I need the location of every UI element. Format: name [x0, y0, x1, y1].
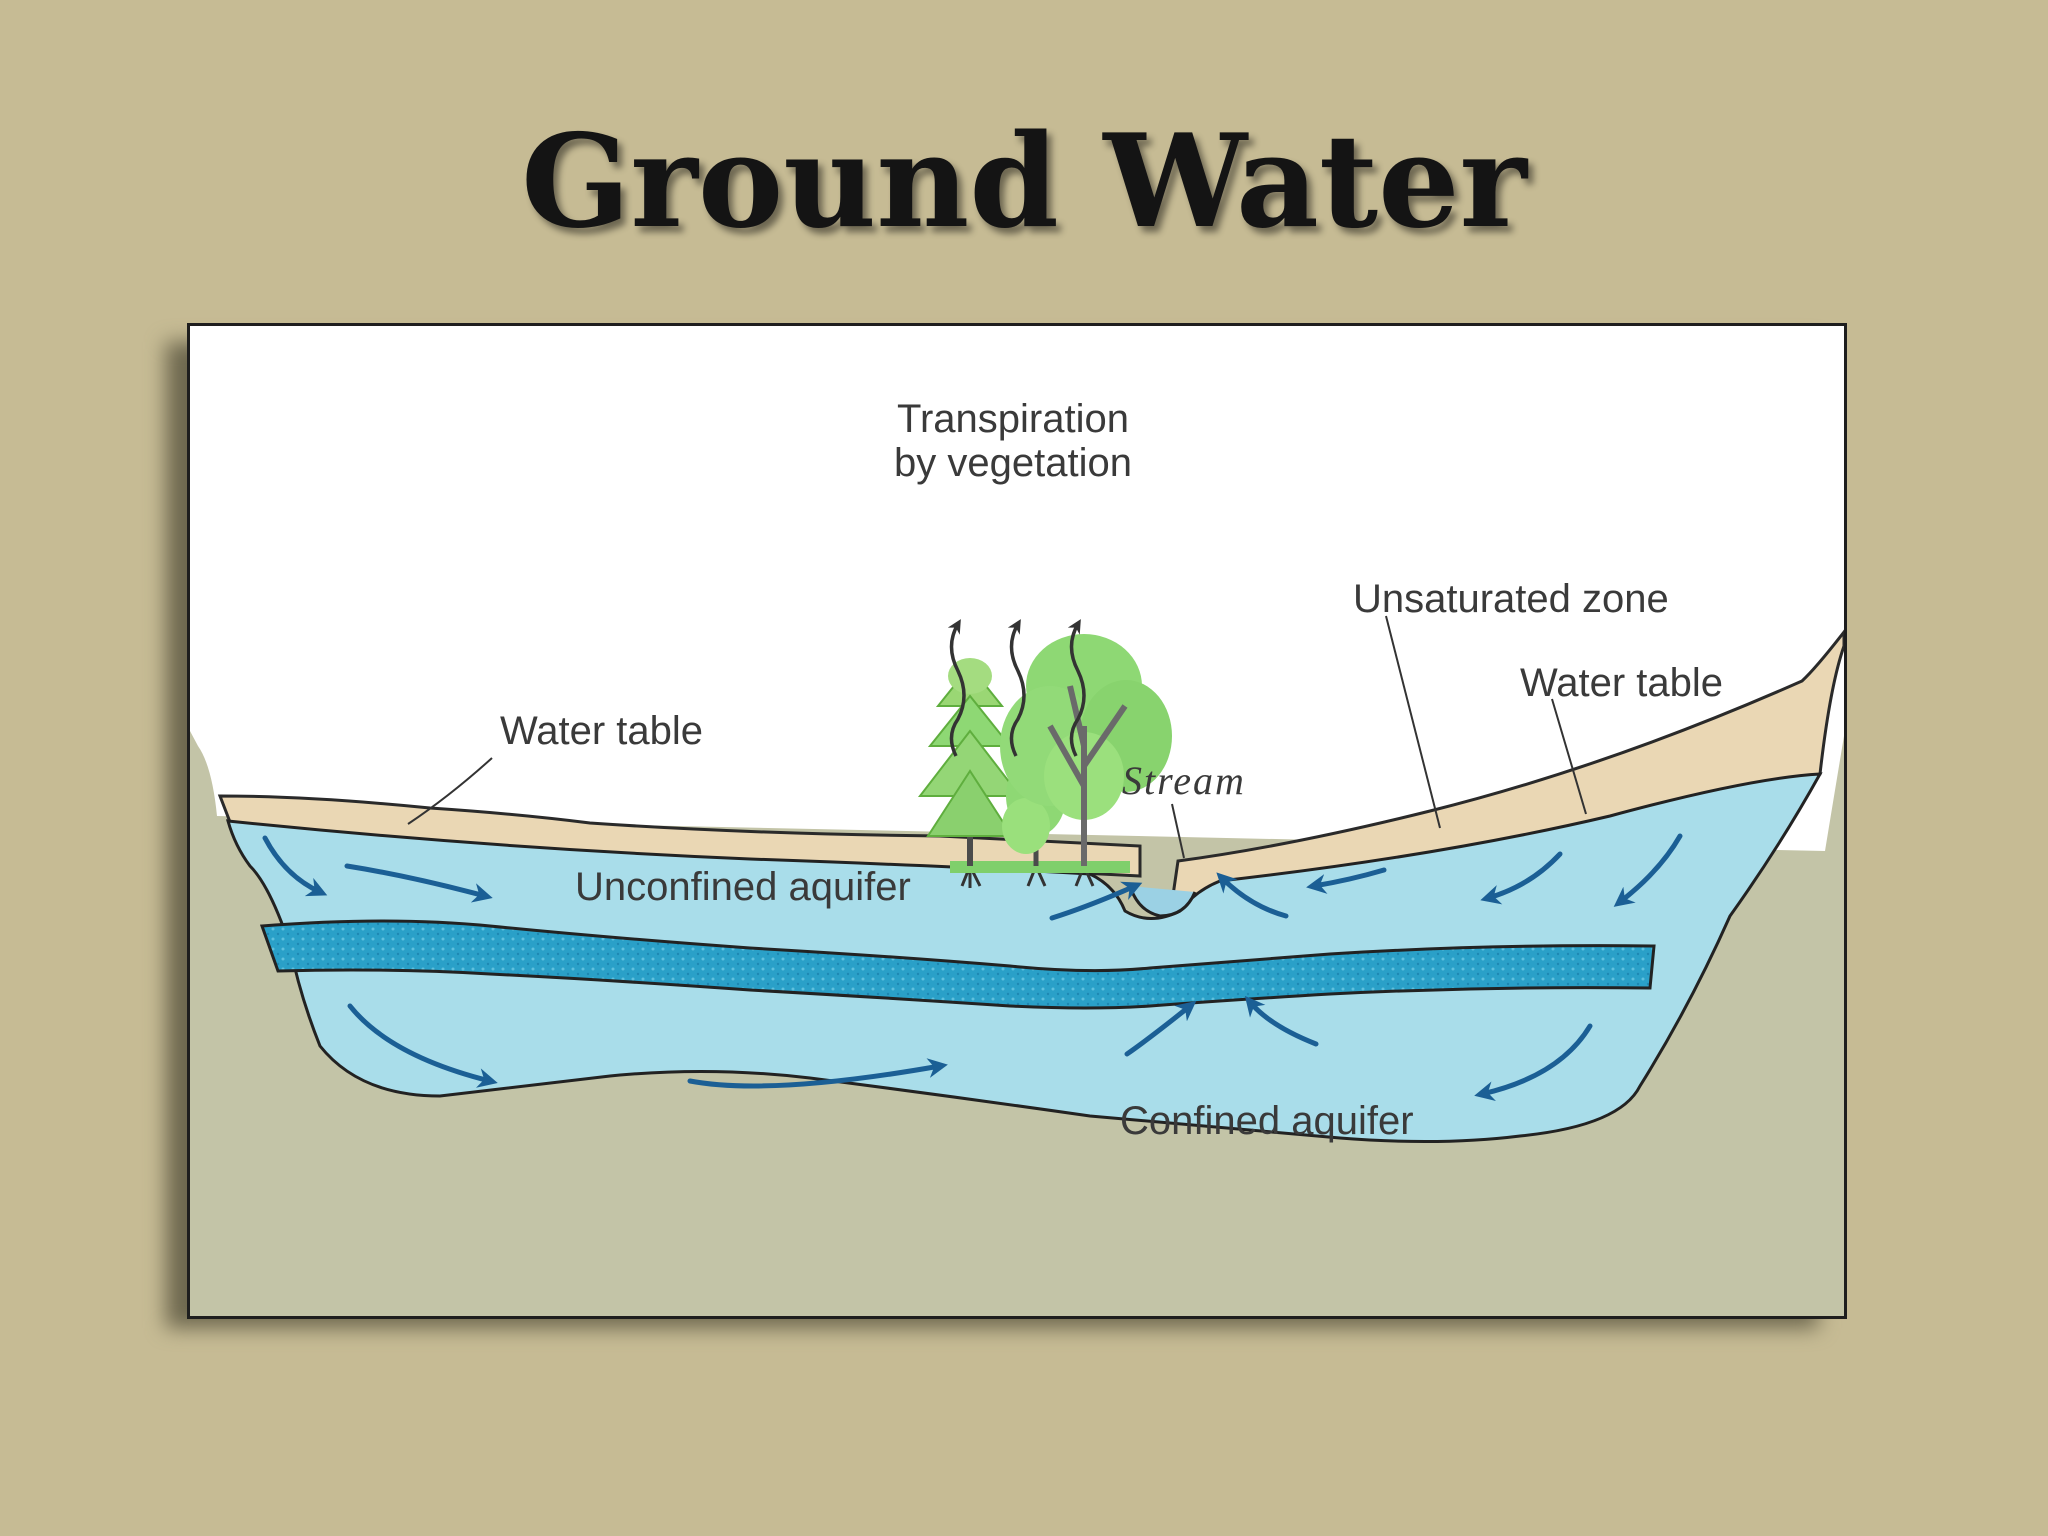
slide-title: Ground Water	[521, 107, 1527, 257]
label-stream: Stream	[1122, 758, 1246, 803]
leader-line-water-table-left	[407, 757, 493, 825]
tree-icon	[917, 658, 1023, 866]
label-water-table-right: Water table	[1520, 661, 1723, 705]
wavy-up-arrow-icon	[1067, 619, 1086, 757]
label-transpiration-line1: Transpiration	[897, 397, 1129, 441]
label-confined-aquifer: Confined aquifer	[1120, 1099, 1414, 1143]
wavy-up-arrow-icon	[947, 619, 966, 757]
confining-layer	[259, 919, 1656, 1010]
label-unsaturated-zone: Unsaturated zone	[1353, 577, 1669, 621]
label-water-table-left: Water table	[500, 709, 703, 753]
flow-arrow-icon	[347, 995, 1593, 1102]
flow-arrow-icon	[262, 833, 1683, 921]
leader-line-stream	[1171, 803, 1185, 859]
grass-strip	[950, 861, 1130, 873]
leader-line-unsaturated-zone	[1385, 615, 1441, 829]
label-transpiration-line2: by vegetation	[894, 441, 1132, 485]
groundwater-diagram: Transpiration by vegetation Unsaturated …	[187, 323, 1847, 1319]
leader-line-water-table-right	[1551, 698, 1587, 815]
label-unconfined-aquifer: Unconfined aquifer	[575, 865, 911, 909]
wavy-up-arrow-icon	[1007, 619, 1026, 757]
unconfined-aquifer-water	[225, 772, 1823, 1144]
